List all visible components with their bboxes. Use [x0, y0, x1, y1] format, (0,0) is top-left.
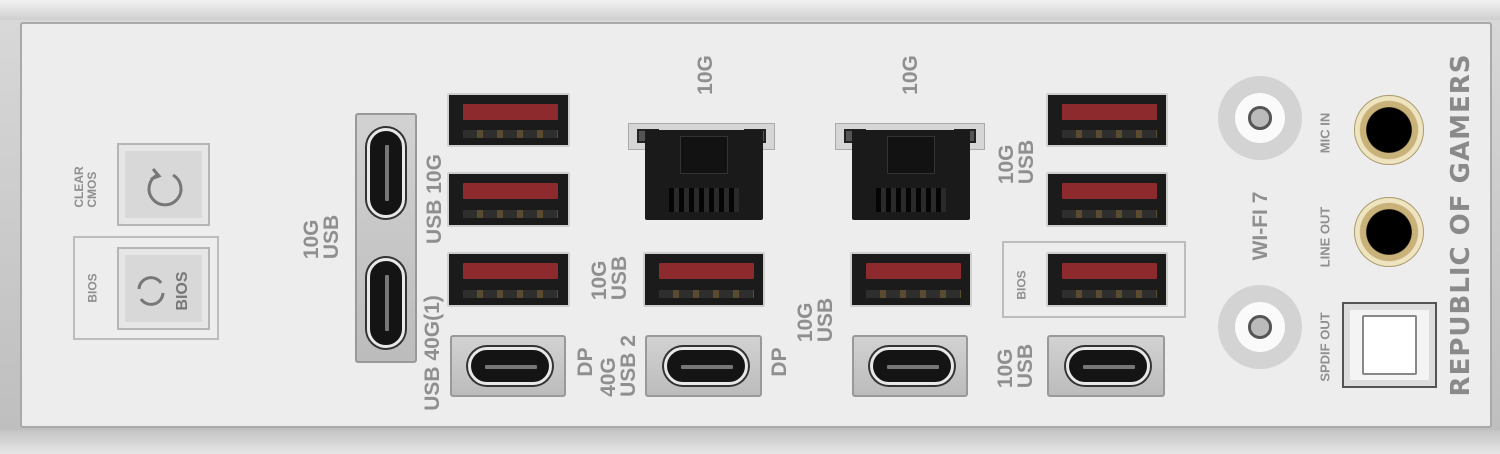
spdif-out-label: SPDIF OUT [1317, 312, 1333, 382]
usb-c-port[interactable] [1066, 347, 1150, 385]
bios-left-label: BIOS [85, 273, 100, 303]
usb-a-port[interactable] [447, 172, 570, 227]
bios-right-label: BIOS [1014, 270, 1029, 300]
wifi-antenna-connector[interactable] [1218, 285, 1302, 369]
ethernet-port[interactable] [645, 130, 763, 220]
usb-10g-label: 10G USB [995, 139, 1038, 185]
bios-flashback-button[interactable]: BIOS [117, 247, 210, 330]
usb-c-port[interactable] [367, 258, 405, 348]
usb-a-port[interactable] [1046, 93, 1168, 147]
usb-a-bios-port[interactable] [1046, 252, 1168, 307]
usb-10g-label: 10G USB [300, 214, 343, 260]
bios-button-text: BIOS [174, 271, 191, 311]
lan2-label: 10G [899, 55, 922, 95]
ethernet-port[interactable] [852, 130, 970, 220]
clear-cmos-button[interactable] [117, 143, 210, 226]
dp-label: DP [768, 347, 791, 377]
usb-40g-1-label: USB 40G(1) [421, 295, 444, 411]
refresh-arrow-icon [147, 168, 183, 207]
usb-10g-label: 10G USB [794, 297, 837, 343]
usb-c-port[interactable] [870, 347, 954, 385]
wifi-antenna-connector[interactable] [1218, 76, 1302, 160]
mic-in-label: MIC IN [1317, 112, 1333, 154]
usb-10g-label: 10G USB [588, 255, 631, 301]
lan1-label: 10G [694, 55, 717, 95]
line-out-jack[interactable] [1354, 197, 1424, 267]
circular-arrows-icon [137, 276, 165, 306]
usb-c-port[interactable] [367, 128, 405, 218]
bios-outline [73, 236, 219, 340]
brand-text: REPUBLIC OF GAMERS [1446, 53, 1476, 397]
usb-10g-typea-label: USB 10G [423, 154, 446, 244]
top-edge [0, 0, 1500, 20]
clear-cmos-label: CLEAR CMOS [72, 166, 99, 208]
line-out-label: LINE OUT [1317, 206, 1333, 268]
usb-a-port[interactable] [1046, 172, 1168, 227]
spdif-optical-port[interactable] [1342, 302, 1437, 388]
usb-40g-2-label: 40G USB 2 [597, 335, 640, 397]
usb-c-port[interactable] [664, 347, 748, 385]
dp-label: DP [574, 347, 597, 377]
usb-a-port[interactable] [850, 252, 972, 307]
bottom-edge [0, 430, 1500, 454]
usb-a-port[interactable] [447, 252, 570, 307]
usb-c-port[interactable] [468, 347, 552, 385]
usb-a-port[interactable] [643, 252, 765, 307]
wifi-label: WI-FI 7 [1249, 191, 1272, 261]
usb-10g-label: 10G USB [994, 343, 1037, 389]
usb-a-port[interactable] [447, 93, 570, 147]
mic-in-jack[interactable] [1354, 95, 1424, 165]
bios-outline [1002, 241, 1186, 318]
